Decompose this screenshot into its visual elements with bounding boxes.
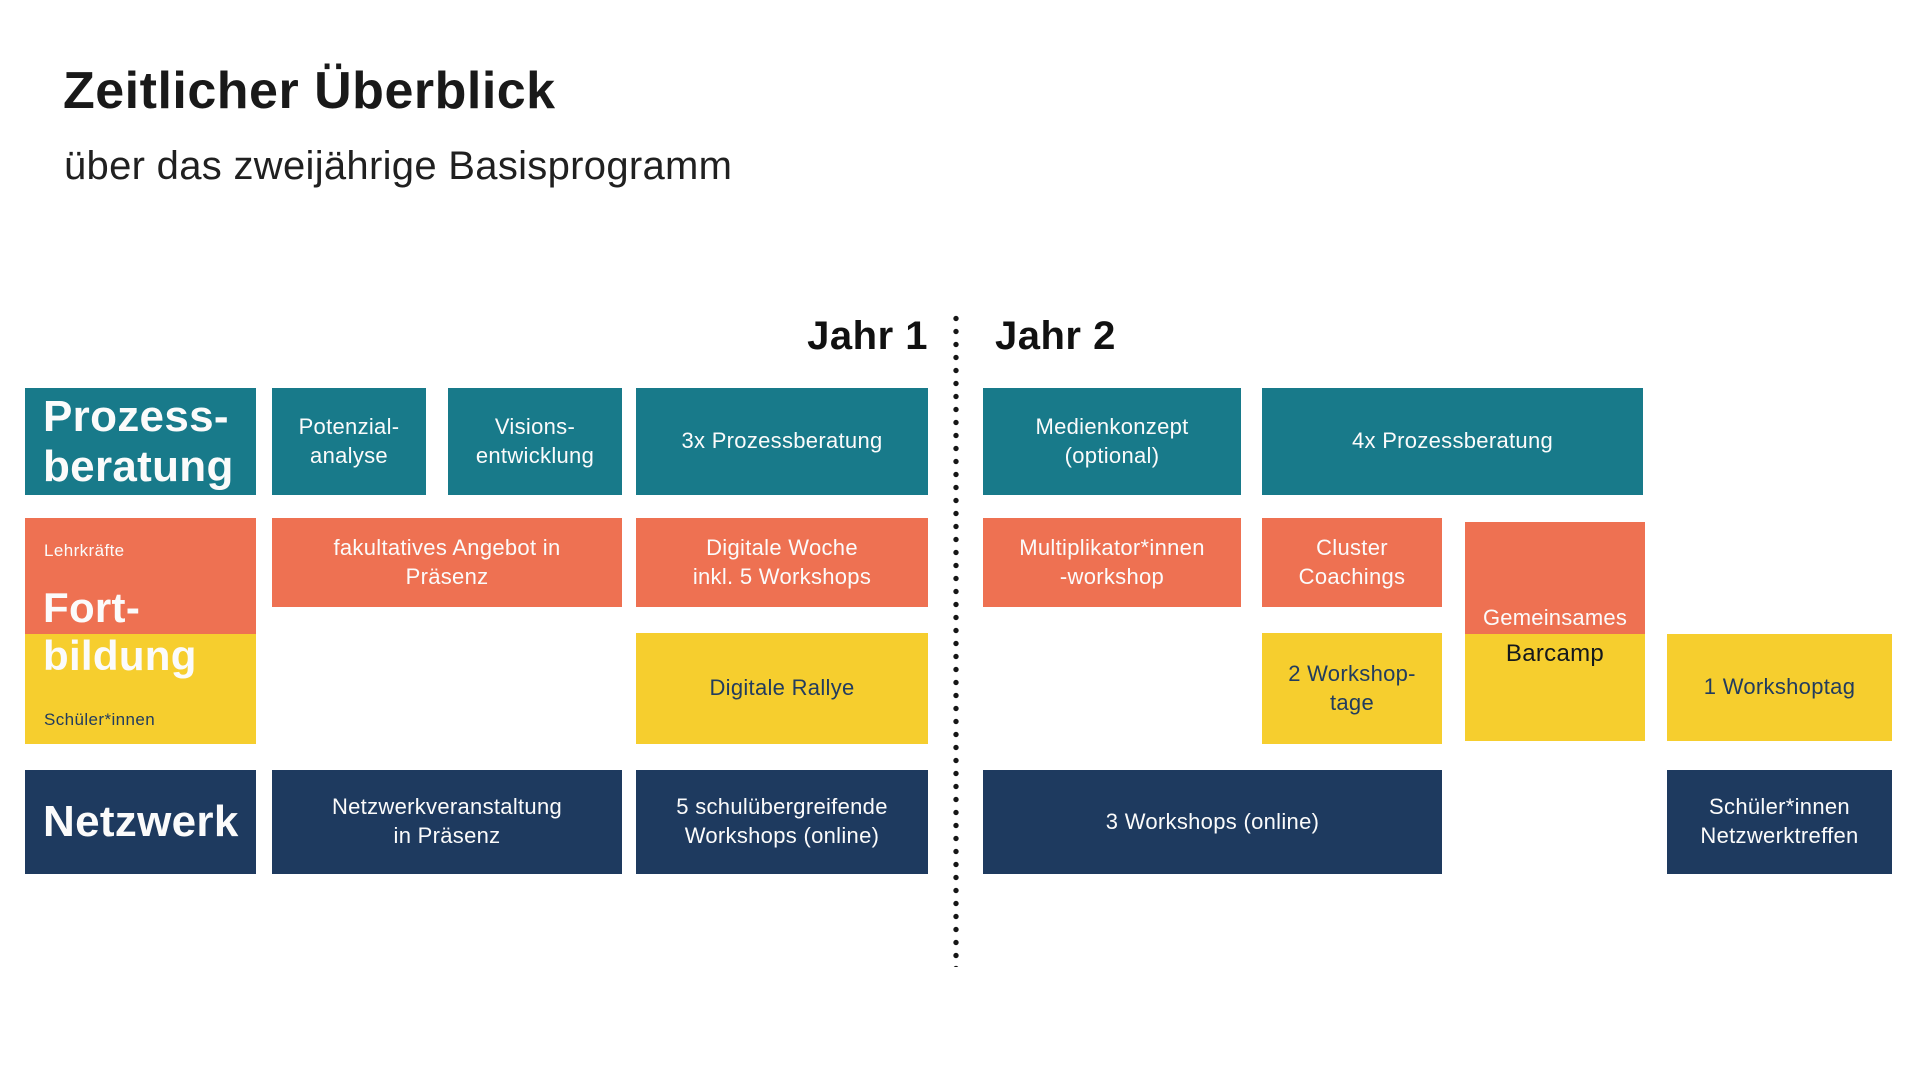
box-1-workshoptag: 1 Workshoptag — [1667, 634, 1892, 741]
row-label-prozessberatung: Prozess- beratung — [25, 388, 256, 495]
gemeinsames-text: Gemeinsames — [1482, 605, 1628, 630]
box-gemeinsames-barcamp: Gemeinsames Barcamp — [1465, 522, 1645, 741]
box-2-workshoptage: 2 Workshop- tage — [1262, 633, 1442, 744]
box-3x-prozessberatung: 3x Prozessberatung — [636, 388, 928, 495]
barcamp-yellow-band: Barcamp — [1465, 634, 1645, 741]
box-digitale-rallye: Digitale Rallye — [636, 633, 928, 744]
fortbildung-lehrkraefte-band — [25, 518, 256, 634]
row-label-fortbildung: Lehrkräfte Fort- bildung Schüler*innen — [25, 518, 256, 744]
audience-label-lehrkraefte: Lehrkräfte — [44, 541, 125, 560]
box-visionsentwicklung: Visions- entwicklung — [448, 388, 622, 495]
box-digitale-woche: Digitale Woche inkl. 5 Workshops — [636, 518, 928, 607]
box-medienkonzept: Medienkonzept (optional) — [983, 388, 1241, 495]
barcamp-text: Barcamp — [1505, 640, 1605, 667]
audience-label-schueler: Schüler*innen — [44, 710, 156, 729]
box-5-schuluebergreifende-workshops: 5 schulübergreifende Workshops (online) — [636, 770, 928, 874]
page-title: Zeitlicher Überblick — [63, 62, 556, 120]
box-3-workshops-online: 3 Workshops (online) — [983, 770, 1442, 874]
year1-header: Jahr 1 — [807, 314, 928, 358]
fortbildung-schueler-band — [25, 634, 256, 744]
box-potenzialanalyse: Potenzial- analyse — [272, 388, 426, 495]
box-cluster-coachings: Cluster Coachings — [1262, 518, 1442, 607]
page-subtitle: über das zweijährige Basisprogramm — [64, 144, 733, 188]
year2-header: Jahr 2 — [995, 314, 1116, 358]
box-4x-prozessberatung: 4x Prozessberatung — [1262, 388, 1643, 495]
row-label-netzwerk: Netzwerk — [25, 770, 256, 874]
box-schueler-netzwerktreffen: Schüler*innen Netzwerktreffen — [1667, 770, 1892, 874]
gemeinsames-orange-band: Gemeinsames — [1465, 522, 1645, 634]
box-netzwerkveranstaltung: Netzwerkveranstaltung in Präsenz — [272, 770, 622, 874]
box-fakultatives-angebot: fakultatives Angebot in Präsenz — [272, 518, 622, 607]
box-multiplikator-workshop: Multiplikator*innen -workshop — [983, 518, 1241, 607]
year-divider-dotted-line — [953, 312, 959, 967]
fortbildung-label-text: Fort- bildung — [43, 584, 197, 679]
